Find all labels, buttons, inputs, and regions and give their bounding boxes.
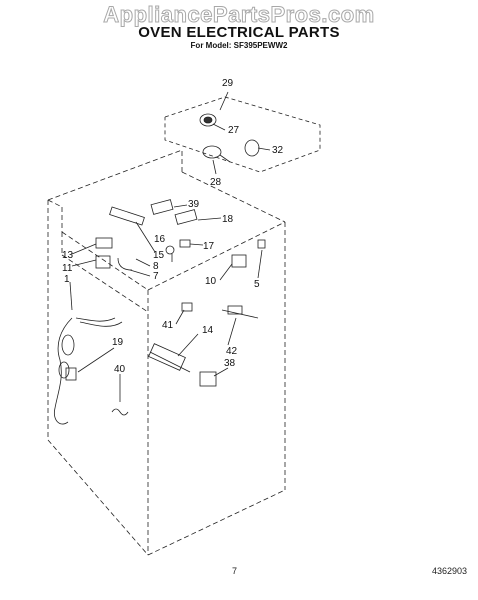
callout-labels: 29 27 32 28 39 18 16 17 15 8 7 13 11 1 1… <box>62 78 284 375</box>
terminal-38 <box>199 371 217 387</box>
harness-connector-19 <box>65 367 77 381</box>
callout-41: 41 <box>162 320 174 331</box>
callout-13: 13 <box>62 250 74 261</box>
callout-5: 5 <box>254 279 260 290</box>
callout-38: 38 <box>224 358 236 369</box>
bulb-part <box>202 145 231 163</box>
bracket-13 <box>95 237 113 249</box>
callout-8: 8 <box>153 261 159 272</box>
watermark: AppliancePartsPros.com <box>103 2 375 28</box>
document-number: 4362903 <box>432 566 468 576</box>
module-18 <box>174 209 198 225</box>
bracket-11 <box>95 255 111 269</box>
callout-1: 1 <box>64 274 70 285</box>
clip-16 <box>165 245 175 255</box>
callout-42: 42 <box>226 346 238 357</box>
page-number: 7 <box>232 566 238 576</box>
control-panel-outline <box>164 96 321 173</box>
module-39 <box>150 199 174 215</box>
callout-7: 7 <box>153 271 159 282</box>
page-title: OVEN ELECTRICAL PARTS <box>138 24 340 41</box>
switch-10 <box>231 254 247 268</box>
wire-7 <box>117 257 133 271</box>
callout-18: 18 <box>222 214 234 225</box>
callout-10: 10 <box>205 276 217 287</box>
callout-28: 28 <box>210 177 222 188</box>
lens-part <box>244 139 260 157</box>
element-14 <box>148 343 191 373</box>
callout-29: 29 <box>222 78 234 89</box>
callout-19: 19 <box>112 337 124 348</box>
callout-40: 40 <box>114 364 126 375</box>
callout-16: 16 <box>154 234 166 245</box>
model-subtitle: For Model: SF395PEWW2 <box>190 41 288 50</box>
knob-part <box>199 113 217 127</box>
wire-harness-1 <box>53 317 123 425</box>
connector-5 <box>257 239 266 249</box>
clamp-40 <box>111 408 129 416</box>
callout-14: 14 <box>202 325 214 336</box>
sensor-41 <box>181 302 193 312</box>
callout-15: 15 <box>153 250 165 261</box>
callout-11: 11 <box>62 263 73 274</box>
callout-39: 39 <box>188 199 200 210</box>
clip-17 <box>179 239 191 248</box>
callout-17: 17 <box>203 241 215 252</box>
relay-15 <box>109 206 145 226</box>
callout-27: 27 <box>228 125 240 136</box>
probe-42 <box>221 305 259 319</box>
leader-lines <box>69 91 271 402</box>
callout-32: 32 <box>272 145 284 156</box>
cabinet-outline <box>47 149 286 556</box>
